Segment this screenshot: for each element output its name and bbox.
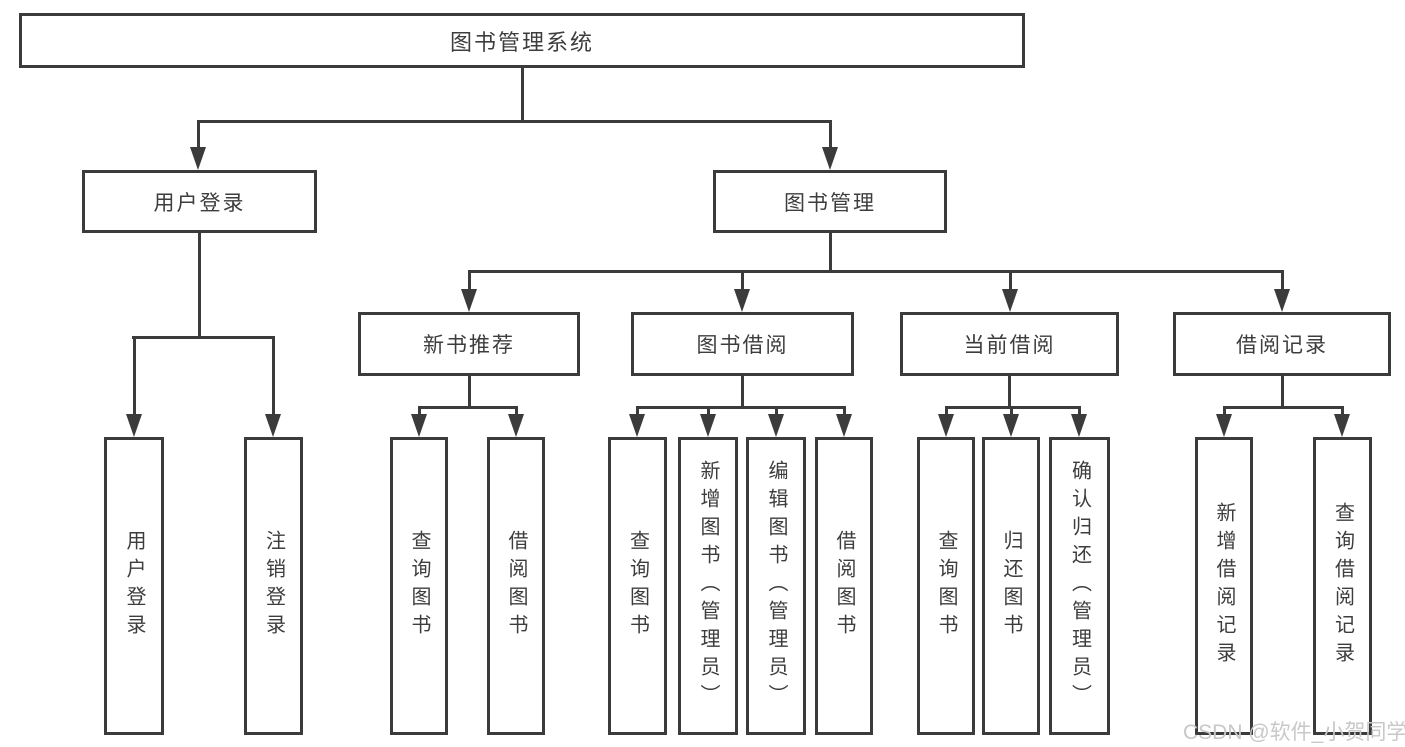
connector-group4-rail (1222, 406, 1344, 409)
leaf-query-borrow-record: 查询借阅记录 (1313, 437, 1372, 735)
connector-root-stem (520, 68, 524, 120)
leaf-add-book-admin: 新增图书（管理员） (678, 437, 738, 735)
node-current-borrowing: 当前借阅 (900, 312, 1119, 376)
node-book-borrowing: 图书借阅 (631, 312, 854, 376)
arrow-down-icon (822, 120, 838, 170)
arrow-down-icon (1334, 406, 1350, 437)
connector-group3-stem (1008, 376, 1011, 406)
arrow-down-icon (190, 120, 206, 170)
arrow-down-icon (1002, 270, 1018, 312)
leaf-query-books-borrowing: 查询图书 (608, 437, 667, 735)
leaf-query-books-recommend: 查询图书 (390, 437, 448, 735)
arrow-down-icon (461, 270, 477, 312)
arrow-down-icon (836, 406, 852, 437)
arrow-down-icon (1216, 406, 1232, 437)
arrow-down-icon (1071, 406, 1087, 437)
leaf-add-borrow-record: 新增借阅记录 (1195, 437, 1253, 735)
arrow-down-icon (938, 406, 954, 437)
node-library-system: 图书管理系统 (19, 13, 1025, 68)
leaf-confirm-return-admin: 确认归还（管理员） (1049, 437, 1110, 735)
node-borrow-records: 借阅记录 (1173, 312, 1391, 376)
connector-group2-rail (636, 406, 846, 409)
leaf-borrow-books-borrowing: 借阅图书 (815, 437, 873, 735)
leaf-query-books-current: 查询图书 (917, 437, 975, 735)
node-user-login: 用户登录 (82, 170, 317, 233)
arrow-down-icon (126, 336, 142, 437)
arrow-down-icon (1003, 406, 1019, 437)
connector-group3-rail (944, 406, 1081, 409)
leaf-borrow-books-recommend: 借阅图书 (487, 437, 545, 735)
connector-group1-rail (417, 406, 518, 409)
arrow-down-icon (768, 406, 784, 437)
connector-bookmgmt-stem (828, 233, 832, 270)
leaf-user-login: 用户登录 (104, 437, 164, 735)
watermark: CSDN @软件_小贺同学 (1183, 721, 1405, 744)
leaf-edit-book-admin: 编辑图书（管理员） (746, 437, 806, 735)
arrow-down-icon (411, 406, 427, 437)
connector-group1-stem (467, 376, 471, 406)
leaf-return-books: 归还图书 (982, 437, 1040, 735)
arrow-down-icon (700, 406, 716, 437)
node-new-book-recommend: 新书推荐 (358, 312, 580, 376)
connector-user-rail (132, 336, 275, 339)
connector-group4-stem (1280, 376, 1284, 406)
arrow-down-icon (265, 336, 281, 437)
leaf-logout: 注销登录 (244, 437, 303, 735)
connector-level2-rail (467, 270, 1283, 273)
connector-user-stem (198, 233, 201, 336)
connector-group2-stem (741, 376, 744, 406)
arrow-down-icon (508, 406, 524, 437)
arrow-down-icon (629, 406, 645, 437)
arrow-down-icon (734, 270, 750, 312)
arrow-down-icon (1274, 270, 1290, 312)
connector-level1-rail (196, 120, 832, 123)
node-book-management: 图书管理 (713, 170, 947, 233)
